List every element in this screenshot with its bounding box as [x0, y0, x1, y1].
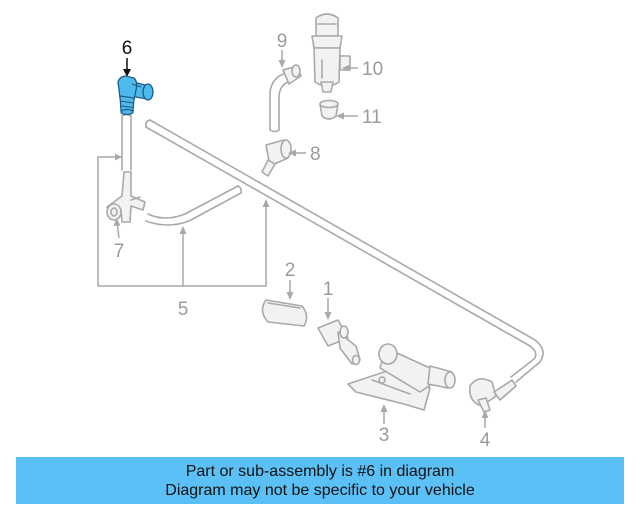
callout-leaders [113, 50, 489, 428]
banner-line-disclaimer: Diagram may not be specific to your vehi… [165, 481, 475, 499]
callout-5: 5 [178, 299, 189, 320]
callout-8: 8 [310, 144, 321, 165]
short-hose [145, 185, 242, 226]
banner-line-part-reference: Part or sub-assembly is #6 in diagram [185, 462, 455, 480]
long-washer-hose [145, 119, 544, 383]
part-3-bracket[interactable] [347, 343, 456, 411]
callout-10: 10 [362, 59, 383, 80]
callout-6: 6 [122, 38, 133, 59]
callout-9: 9 [277, 31, 288, 52]
part-11-grommet[interactable] [319, 99, 339, 120]
vertical-hose-tube [121, 113, 132, 171]
part-6-elbow-connector[interactable] [117, 58, 154, 116]
info-banner: Part or sub-assembly is #6 in diagram Di… [16, 457, 624, 504]
part-7-t-connector[interactable] [106, 171, 146, 223]
callout-3: 3 [379, 425, 390, 446]
callout-11: 11 [362, 107, 382, 128]
callout-4: 4 [480, 430, 491, 451]
part-2-cover[interactable] [261, 299, 308, 327]
part-9-hose[interactable] [269, 64, 302, 133]
part-4-elbow[interactable] [468, 378, 517, 413]
callout-5-bracket [97, 153, 270, 287]
part-8-connector[interactable] [261, 139, 292, 177]
callout-1: 1 [323, 279, 334, 300]
part-1-nozzle[interactable] [317, 319, 361, 366]
part-10-washer-pump[interactable] [311, 13, 351, 93]
callout-7: 7 [114, 241, 125, 262]
callout-2: 2 [285, 260, 296, 281]
